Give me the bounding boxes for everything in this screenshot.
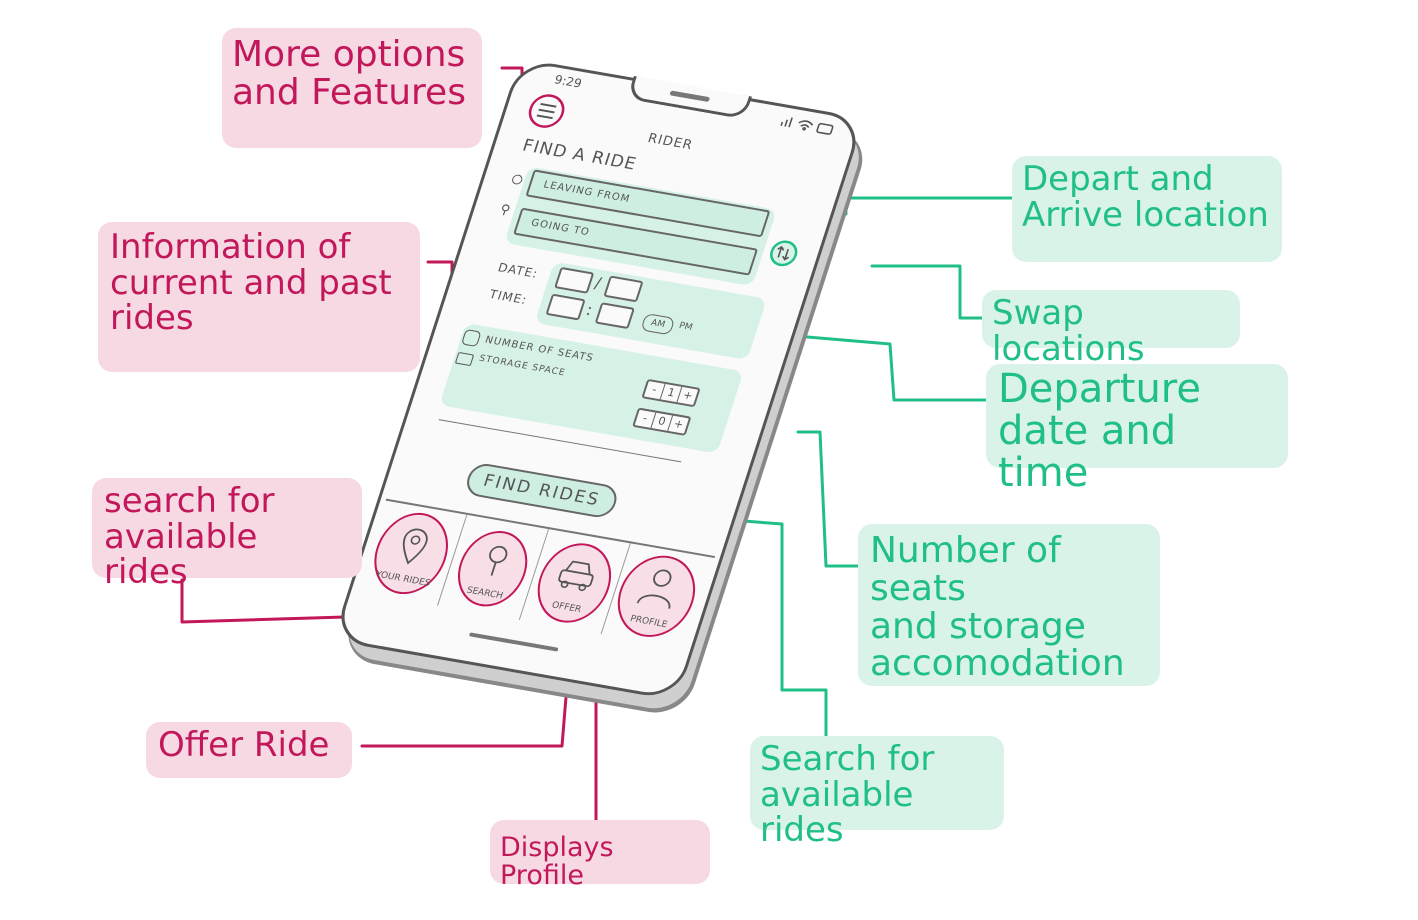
location-pin-icon xyxy=(402,528,428,565)
phone-mockup: 9:29 RIDER FIND A RIDE ⚲ LEAVING FROM GO… xyxy=(332,58,865,701)
swap-arrows-icon xyxy=(770,240,798,267)
status-icons xyxy=(780,117,834,135)
bottom-nav: YOUR RIDES SEARCH OFFER xyxy=(356,498,716,649)
leaving-from-placeholder: LEAVING FROM xyxy=(541,179,632,205)
car-icon xyxy=(558,560,594,592)
note-search-nav: search for available rides xyxy=(92,478,362,590)
note-ride-info: Information of current and past rides xyxy=(98,222,420,372)
nav-profile[interactable]: PROFILE xyxy=(602,543,713,648)
connector-seats xyxy=(796,430,860,568)
nav-your-rides[interactable]: YOUR RIDES xyxy=(356,500,468,606)
note-departure-datetime: Departure date and time xyxy=(986,364,1288,494)
person-icon xyxy=(636,569,672,609)
seats-plus-button[interactable]: + xyxy=(681,388,695,403)
swap-locations-button[interactable] xyxy=(766,238,802,270)
note-displays-profile: Displays Profile xyxy=(490,820,710,890)
note-search-button: Search for available rides xyxy=(750,736,1004,848)
note-depart-arrive: Depart and Arrive location xyxy=(1012,156,1282,262)
note-more-options: More options and Features xyxy=(222,28,482,148)
note-seats-storage: Number of seats and storage accomodation xyxy=(858,524,1160,686)
menu-button[interactable] xyxy=(523,91,570,132)
connector-swap xyxy=(870,264,984,320)
nav-offer[interactable]: OFFER xyxy=(519,529,631,635)
connector-search-button xyxy=(676,514,828,750)
connector-departure xyxy=(770,332,998,402)
going-to-placeholder: GOING TO xyxy=(529,217,592,239)
note-offer-ride: Offer Ride xyxy=(146,722,352,778)
hamburger-menu-icon xyxy=(528,94,565,128)
nav-search[interactable]: SEARCH xyxy=(438,514,550,620)
search-magnifier-icon xyxy=(489,545,508,576)
connector-depart-arrive xyxy=(844,196,1018,216)
storage-plus-button[interactable]: + xyxy=(672,417,686,432)
note-swap-locations: Swap locations xyxy=(982,290,1240,367)
